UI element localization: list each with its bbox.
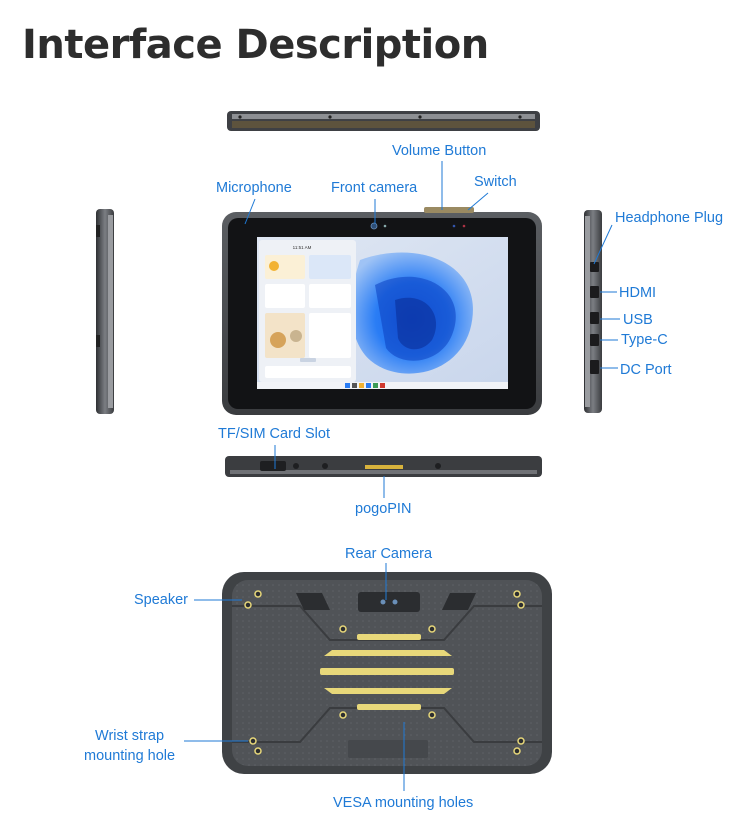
label-type-c: Type-C: [621, 332, 668, 348]
label-usb: USB: [623, 312, 653, 328]
label-switch: Switch: [474, 174, 517, 190]
left-side-view: [96, 209, 114, 414]
label-wrist-strap-mounting-hole: Wrist strap mounting hole: [84, 728, 176, 764]
label-volume-button: Volume Button: [392, 143, 487, 159]
page-title: Interface Description: [22, 22, 489, 68]
screen-clock: 11:51 AM: [293, 245, 312, 250]
bottom-edge-view: [225, 456, 542, 477]
rear-tablet: [222, 572, 552, 774]
label-rear-camera: Rear Camera: [345, 546, 433, 562]
right-side-view: [584, 210, 602, 413]
front-tablet: 11:51 AM: [222, 207, 542, 415]
label-speaker: Speaker: [134, 592, 189, 608]
label-headphone-plug: Headphone Plug: [615, 210, 724, 226]
leader-lines: [184, 161, 620, 791]
label-dc-port: DC Port: [620, 362, 672, 378]
label-tf-sim-card-slot: TF/SIM Card Slot: [218, 426, 330, 442]
label-front-camera: Front camera: [331, 180, 418, 196]
label-hdmi: HDMI: [619, 285, 657, 301]
label-pogopin: pogoPIN: [355, 501, 412, 517]
top-edge-view: [227, 111, 540, 131]
label-vesa-mounting-holes: VESA mounting holes: [333, 795, 474, 811]
label-microphone: Microphone: [216, 180, 292, 196]
